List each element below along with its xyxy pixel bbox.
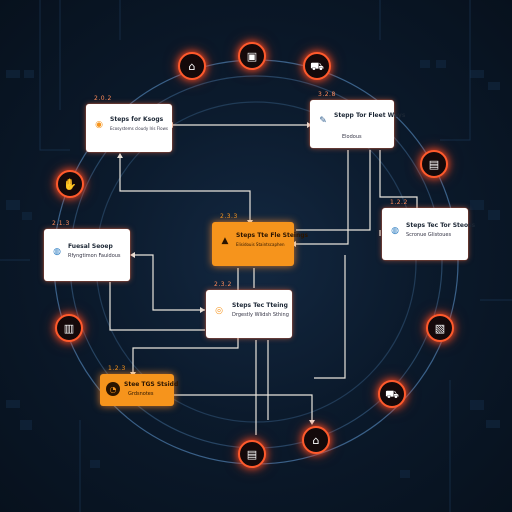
step-card-5[interactable]: 1.2.2 ◍ Steps Tec Tor Steoss Scronue Gli… [382, 199, 475, 260]
gallery-icon[interactable]: ▣ [238, 42, 266, 70]
globe-icon: ◍ [391, 226, 399, 236]
step-subtitle: Scronue Glistoues [406, 232, 452, 238]
step-card-2[interactable]: 3.2.8 ✎ Stepp Tor Fleet Ways Elodous [310, 91, 405, 148]
clock-icon: ◔ [106, 382, 120, 396]
step-card-1[interactable]: 2.0.2 ◉ Steps for Ksogs Ecosystems cloud… [86, 95, 172, 152]
pen-icon: ✎ [319, 116, 327, 126]
circuit-grid [6, 60, 500, 478]
step-title: Steps for Ksogs [110, 116, 164, 123]
step-card-4[interactable]: 2.1.3 ◍ Fuesal Seoep Rfyngtimon Fauidous [44, 220, 130, 281]
step-number: 1.2.2 [390, 199, 408, 206]
cart-icon[interactable]: ⛟ [303, 52, 331, 80]
step-number: 2.1.3 [52, 220, 70, 227]
shop-icon[interactable]: ⌂ [178, 52, 206, 80]
doc-icon[interactable]: ▤ [238, 440, 266, 468]
step-subtitle: Elodous [342, 134, 362, 140]
chart-icon[interactable]: ▤ [420, 150, 448, 178]
step-number: 2.0.2 [94, 95, 112, 102]
step-subtitle: Elisidouis Staintscaphen [236, 242, 285, 247]
step-card-7[interactable]: 1.2.3 ◔ Stee TGS Stsidd Grdsnotes [100, 365, 178, 406]
globe-icon: ◉ [95, 120, 103, 130]
step-number: 1.2.3 [108, 365, 126, 372]
step-subtitle: Drgestly Wlidsh Sthing [232, 312, 289, 318]
step-subtitle: Grdsnotes [128, 391, 154, 397]
step-number: 2.3.2 [214, 281, 232, 288]
step-number: 3.2.8 [318, 91, 336, 98]
step-title: Stepp Tor Fleet Ways [334, 112, 406, 119]
step-subtitle: Ecosystems cloudy Iris Flows [110, 126, 168, 131]
home-icon[interactable]: ⌂ [302, 426, 330, 454]
step-card-3[interactable]: 2.3.3 ▲ Steps Tte Fle Steings Elisidouis… [212, 213, 308, 266]
step-subtitle: Rfyngtimon Fauidous [68, 253, 121, 259]
step-title: Steps Tec Tor Steoss [406, 222, 476, 229]
cart-icon-2[interactable]: ⛟ [378, 380, 406, 408]
step-number: 2.3.3 [220, 213, 238, 220]
step-title: Fuesal Seoep [68, 243, 113, 250]
step-title: Steps Tte Fle Steings [236, 232, 309, 239]
file-icon[interactable]: ▧ [426, 314, 454, 342]
step-title: Stee TGS Stsidd [124, 381, 179, 388]
step-title: Steps Tec Tteing [232, 302, 288, 309]
cap-icon: ▲ [221, 236, 229, 246]
step-card-6[interactable]: 2.3.2 ◎ Steps Tec Tteing Drgestly Wlidsh… [206, 281, 292, 338]
globe-icon: ◍ [53, 247, 61, 257]
hand-icon[interactable]: ✋ [56, 170, 84, 198]
book-icon[interactable]: ▥ [55, 314, 83, 342]
bulb-icon: ◎ [215, 306, 223, 316]
